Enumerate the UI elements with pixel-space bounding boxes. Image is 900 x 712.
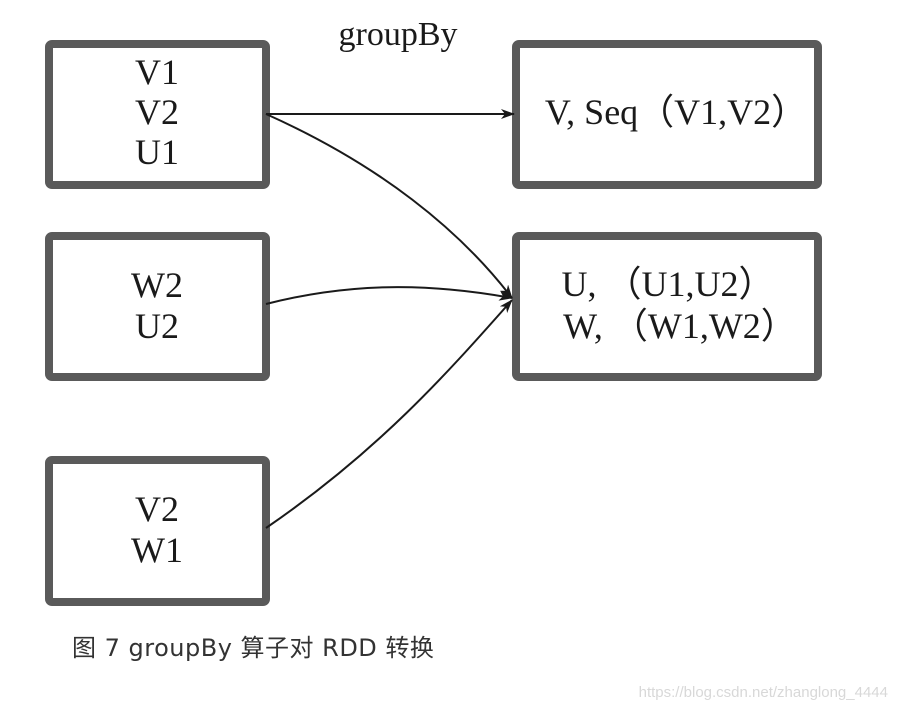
input-partition-1-line-3: U1 [135, 132, 179, 172]
input-partition-3: V2 W1 [45, 456, 270, 606]
input-partition-2-line-2: U2 [135, 306, 179, 346]
input-partition-2-line-1: W2 [131, 265, 183, 305]
input-partition-1-line-1: V1 [135, 52, 179, 92]
input-partition-3-line-1: V2 [135, 489, 179, 529]
arrow-p1-to-out2 [265, 113, 513, 299]
input-partition-2-box [45, 232, 270, 381]
watermark: https://blog.csdn.net/zhanglong_4444 [638, 684, 888, 701]
output-partition-1-box [512, 40, 822, 189]
output-partition-2-line-2: W, （W1,W2） [563, 306, 797, 346]
figure-caption: 图 7 groupBy 算子对 RDD 转换 [72, 634, 435, 662]
arrow-p2-to-out2 [265, 286, 513, 305]
input-partition-1: V1 V2 U1 [45, 40, 270, 189]
input-partition-1-line-2: V2 [135, 92, 179, 132]
output-partition-1-line-1: V, Seq（V1,V2） [545, 92, 807, 132]
diagram-title: groupBy [339, 16, 458, 53]
output-partition-2-line-1: U, （U1,U2） [562, 264, 775, 304]
output-partition-2: U, （U1,U2） W, （W1,W2） [512, 232, 822, 381]
input-partition-2: W2 U2 [45, 232, 270, 381]
output-partition-2-box [512, 232, 822, 381]
input-partition-3-line-2: W1 [131, 530, 183, 570]
arrow-p3-to-out2 [265, 299, 513, 529]
input-partition-3-box [45, 456, 270, 606]
output-partition-1: V, Seq（V1,V2） [512, 40, 822, 189]
